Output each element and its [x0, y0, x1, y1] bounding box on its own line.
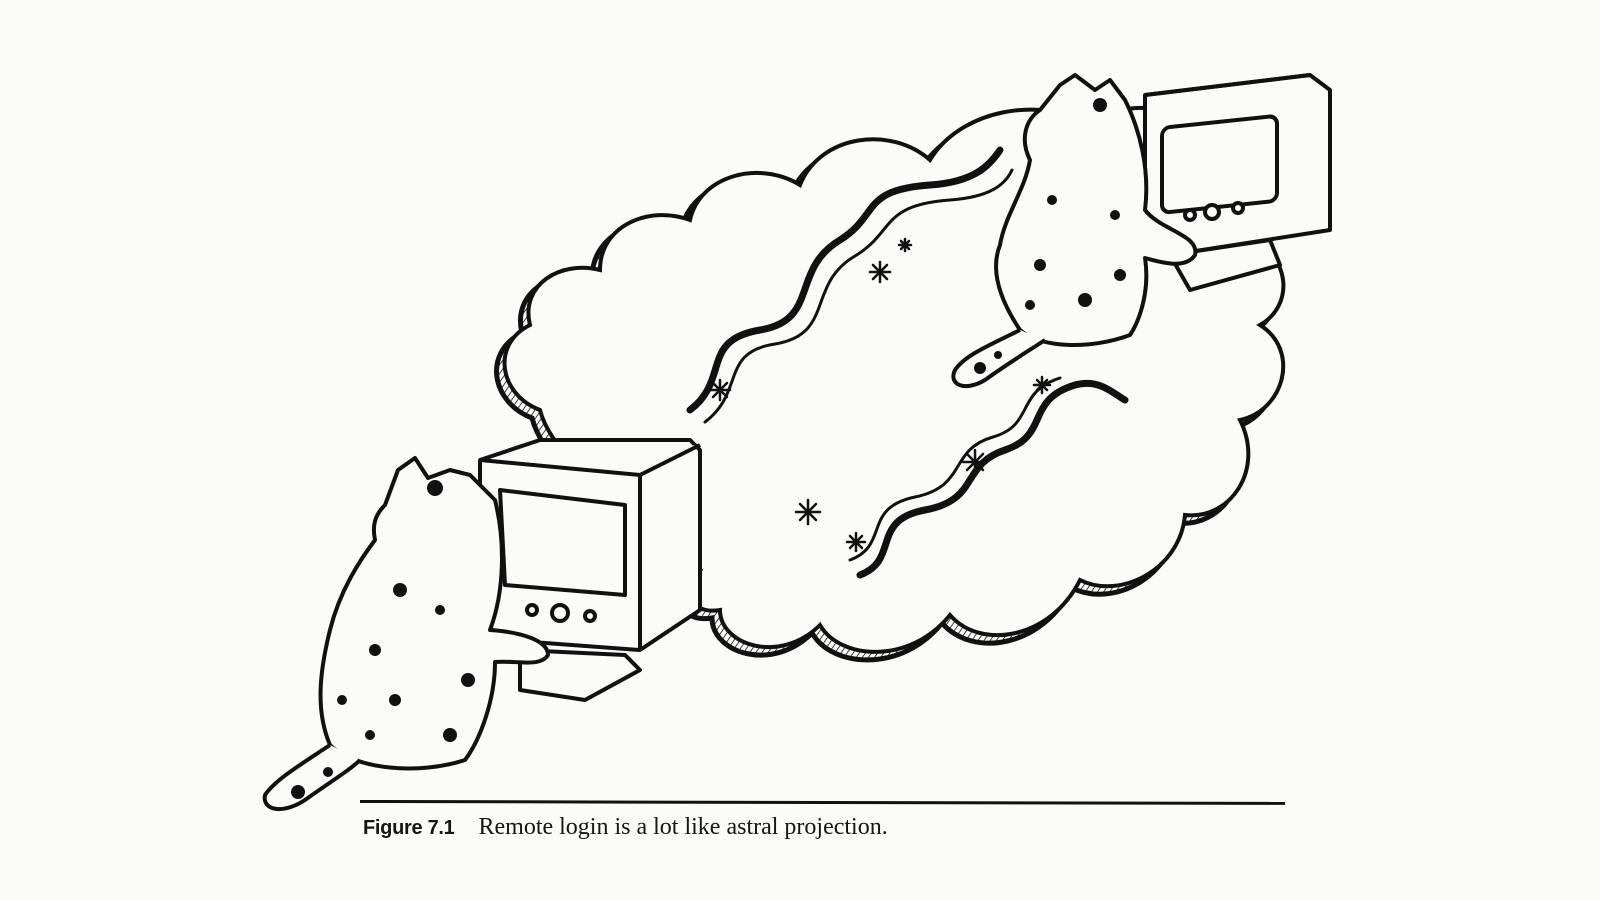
- figure-label: Figure 7.1: [363, 817, 455, 839]
- cat: [262, 456, 550, 811]
- caption-text: Remote login is a lot like astral projec…: [478, 814, 888, 840]
- sparkles: [708, 237, 1052, 553]
- computer-terminal: [478, 438, 702, 702]
- astral-stream: [686, 146, 1129, 579]
- computer-terminal: [1143, 73, 1332, 292]
- cat: [951, 73, 1198, 389]
- figure-caption: Figure 7.1 Remote login is a lot like as…: [363, 814, 888, 841]
